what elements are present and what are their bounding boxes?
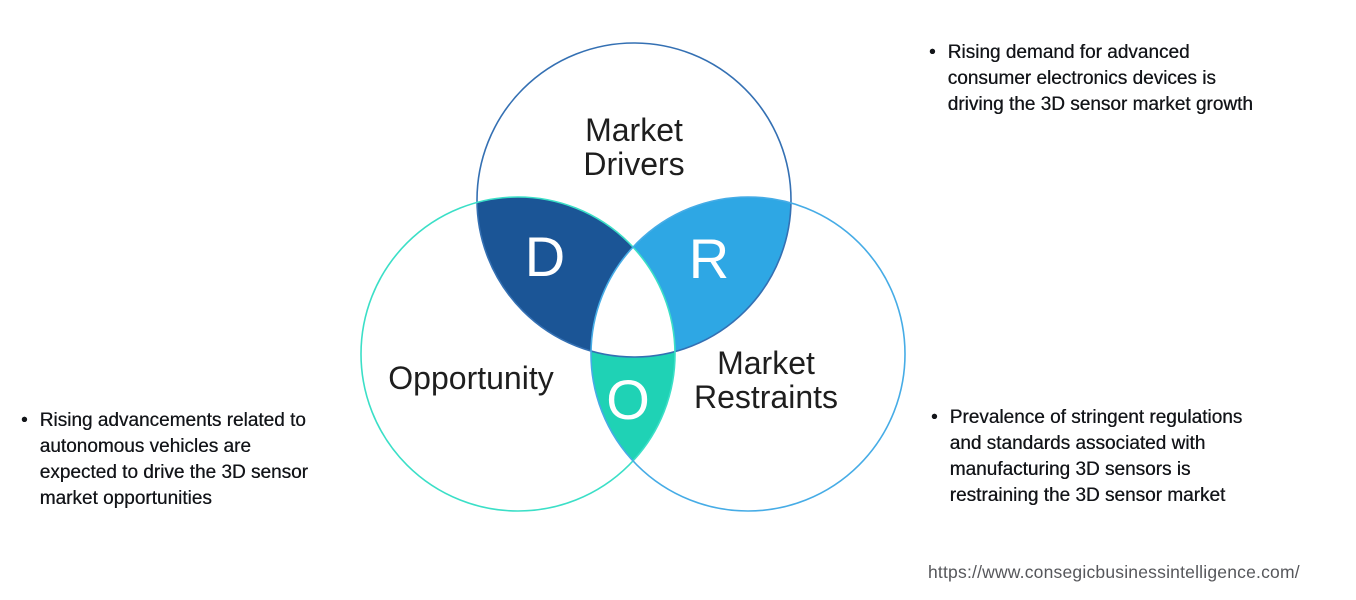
note-drivers-text: Rising demand for advanced consumer elec… <box>947 42 1253 115</box>
opportunity-circle-outline <box>360 196 676 512</box>
drivers-label-line1: Market <box>585 112 683 148</box>
letter-o: O <box>606 368 650 431</box>
drivers-label-line2: Drivers <box>583 146 684 182</box>
bullet-marker: • <box>929 42 936 63</box>
note-restraints: • Prevalence of stringent regulations an… <box>931 405 1242 509</box>
note-opportunity: • Rising advancements related to autonom… <box>21 408 308 512</box>
restraints-label-line1: Market <box>717 345 815 381</box>
note-drivers: • Rising demand for advanced consumer el… <box>929 40 1253 118</box>
bullet-marker: • <box>21 410 28 431</box>
opportunity-label: Opportunity <box>388 360 553 396</box>
restraints-label-line2: Restraints <box>694 379 838 415</box>
note-opportunity-text: Rising advancements related to autonomou… <box>39 410 308 509</box>
drivers-circle-outline <box>476 42 792 358</box>
letter-d: D <box>525 225 565 288</box>
letter-r: R <box>689 227 729 290</box>
restraints-circle-outline <box>590 196 906 512</box>
source-url: https://www.consegicbusinessintelligence… <box>928 562 1300 582</box>
note-restraints-text: Prevalence of stringent regulations and … <box>949 407 1243 506</box>
bullet-marker: • <box>931 407 938 428</box>
